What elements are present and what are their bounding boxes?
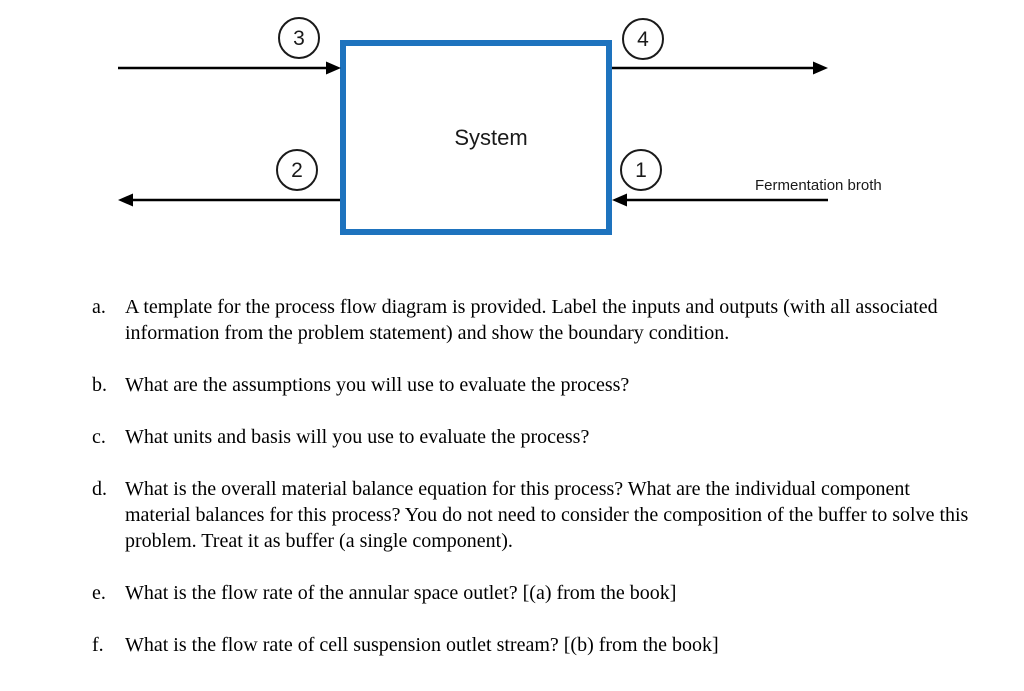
stream-3-number: 3 [293,27,305,50]
arrowhead-left-icon [118,193,133,207]
question-text: What is the flow rate of cell suspension… [125,634,719,656]
process-flow-diagram: System 3 [0,0,1024,270]
system-box-label: System [454,125,527,150]
question-text: What is the flow rate of the annular spa… [125,582,677,604]
stream-3-arrow [118,61,341,75]
question-item-b: b. What are the assumptions you will use… [92,372,977,398]
stream-3-badge: 3 [278,17,320,59]
arrowhead-left-icon [612,193,627,207]
question-label: f. [92,634,104,656]
question-text: What is the overall material balance equ… [125,478,969,552]
stream-1-arrow [612,193,828,207]
question-item-d: d. What is the overall material balance … [92,476,977,554]
question-label: d. [92,478,107,500]
stream-2-arrow [118,193,340,207]
stream-4-badge: 4 [622,18,664,60]
stream-1-badge: 1 [620,149,662,191]
stream-4-arrow [612,61,828,75]
stream-2-badge: 2 [276,149,318,191]
stream-2-number: 2 [291,159,303,182]
question-item-c: c. What units and basis will you use to … [92,424,977,450]
question-label: e. [92,582,106,604]
question-label: c. [92,426,106,448]
stream-1-number: 1 [635,159,647,182]
question-label: a. [92,296,106,318]
arrowhead-right-icon [813,61,828,75]
question-item-f: f. What is the flow rate of cell suspens… [92,632,977,658]
question-text: A template for the process flow diagram … [125,296,938,344]
question-label: b. [92,374,107,396]
question-item-e: e. What is the flow rate of the annular … [92,580,977,606]
question-item-a: a. A template for the process flow diagr… [92,294,977,346]
stream-4-number: 4 [637,28,649,51]
question-text: What are the assumptions you will use to… [125,374,630,396]
question-list: a. A template for the process flow diagr… [92,294,977,684]
system-box [340,40,612,235]
fermentation-broth-label: Fermentation broth [755,177,882,194]
arrowhead-right-icon [326,61,341,75]
question-text: What units and basis will you use to eva… [125,426,590,448]
